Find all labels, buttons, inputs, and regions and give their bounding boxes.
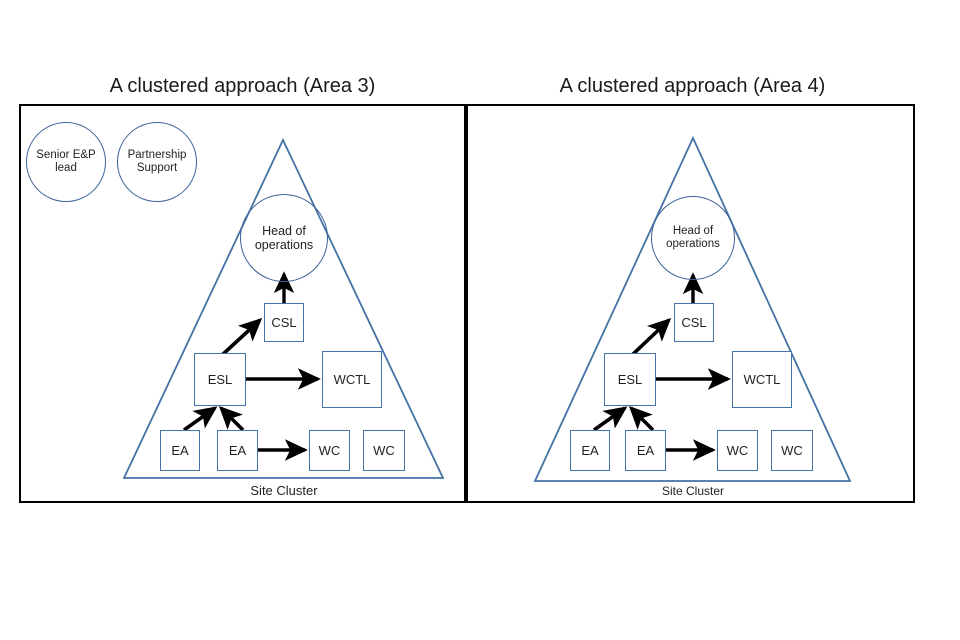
- node-esl[interactable]: ESL: [604, 353, 656, 406]
- circle-label-line1: Senior E&P: [36, 149, 96, 162]
- circle-head-of-operations[interactable]: Head of operations: [240, 194, 328, 282]
- base-caption-area-3: Site Cluster: [250, 483, 318, 498]
- panel-title-area-3: A clustered approach (Area 3): [109, 75, 376, 97]
- panel-divider: [464, 104, 468, 503]
- circle-label-line1: Partnership: [127, 149, 187, 162]
- node-ea-2[interactable]: EA: [625, 430, 666, 471]
- node-wctl[interactable]: WCTL: [732, 351, 792, 408]
- node-wc-2[interactable]: WC: [363, 430, 405, 471]
- circle-label-line2: Support: [136, 162, 178, 174]
- circle-label-line1: Head of: [672, 225, 714, 238]
- circle-senior-ep-lead[interactable]: Senior E&P lead: [26, 122, 106, 202]
- node-wc-1[interactable]: WC: [309, 430, 350, 471]
- circle-label-line1: Head of: [262, 224, 306, 238]
- node-ea-1[interactable]: EA: [160, 430, 200, 471]
- circle-head-of-operations[interactable]: Head of operations: [651, 196, 735, 280]
- node-esl[interactable]: ESL: [194, 353, 246, 406]
- circle-label-line2: operations: [254, 238, 314, 252]
- node-csl[interactable]: CSL: [674, 303, 714, 342]
- circle-partnership-support[interactable]: Partnership Support: [117, 122, 197, 202]
- circle-label-line2: lead: [55, 162, 77, 174]
- node-ea-2[interactable]: EA: [217, 430, 258, 471]
- node-csl[interactable]: CSL: [264, 303, 304, 342]
- base-caption-area-4: Site Cluster: [661, 484, 725, 498]
- node-wctl[interactable]: WCTL: [322, 351, 382, 408]
- node-ea-1[interactable]: EA: [570, 430, 610, 471]
- node-wc-1[interactable]: WC: [717, 430, 758, 471]
- circle-label-line2: operations: [666, 238, 720, 250]
- panel-title-area-4: A clustered approach (Area 4): [559, 75, 826, 97]
- node-wc-2[interactable]: WC: [771, 430, 813, 471]
